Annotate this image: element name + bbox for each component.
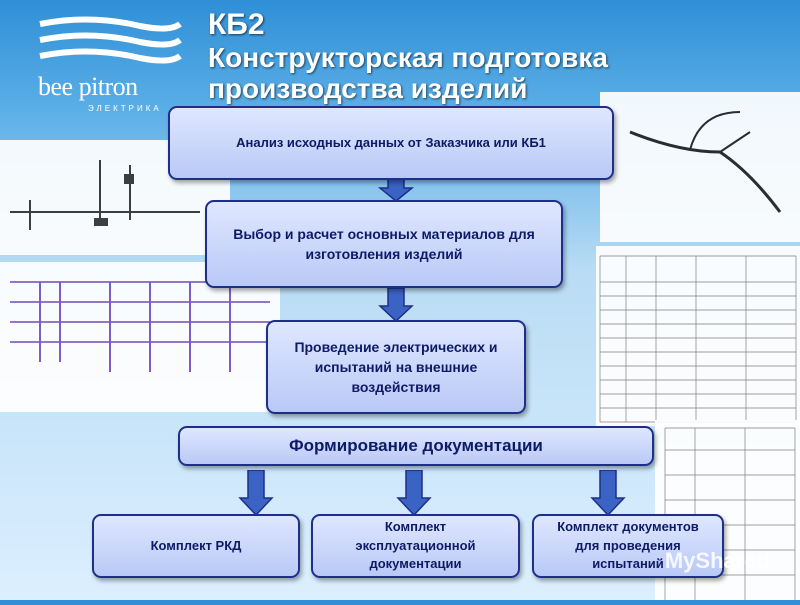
step-analysis-box: Анализ исходных данных от Заказчика или … xyxy=(168,106,614,180)
wire-table-drawing xyxy=(596,246,800,426)
step-documentation-box: Формирование документации xyxy=(178,426,654,466)
brand-logo xyxy=(30,14,190,124)
output-operational-docs-box: Комплект эксплуатационной документации xyxy=(311,514,520,578)
arrow-down-icon xyxy=(590,470,626,516)
arrow-down-icon xyxy=(238,470,274,516)
harness-drawing-right xyxy=(600,92,800,242)
title-line-2: Конструкторская подготовка xyxy=(208,41,608,73)
output-test-docs-box: Комплект документов для проведения испыт… xyxy=(532,514,724,578)
step-testing-box: Проведение электрических и испытаний на … xyxy=(266,320,526,414)
output-rkd-box: Комплект РКД xyxy=(92,514,300,578)
step-testing-label: Проведение электрических и испытаний на … xyxy=(294,338,498,396)
output-operational-docs-label: Комплект эксплуатационной документации xyxy=(355,518,476,572)
watermark: MyShared xyxy=(664,548,770,573)
step-documentation-label: Формирование документации xyxy=(289,435,543,455)
title-code: КБ2 xyxy=(208,8,265,41)
arrow-down-icon xyxy=(396,470,432,516)
output-rkd-label: Комплект РКД xyxy=(150,537,242,553)
brand-name: bee pitron xyxy=(38,72,138,101)
document-form-drawing xyxy=(655,420,800,600)
page-title: КБ2 Конструкторская подготовка производс… xyxy=(208,8,608,104)
title-line-3: производства изделий xyxy=(208,72,528,104)
output-test-docs-label: Комплект документов для проведения испыт… xyxy=(557,518,699,572)
arrow-down-icon xyxy=(378,288,414,322)
step-materials-box: Выбор и расчет основных материалов для и… xyxy=(205,200,563,288)
brand-subtitle: ЭЛЕКТРИКА xyxy=(88,104,162,113)
step-analysis-label: Анализ исходных данных от Заказчика или … xyxy=(236,134,546,150)
step-materials-label: Выбор и расчет основных материалов для и… xyxy=(233,225,535,262)
